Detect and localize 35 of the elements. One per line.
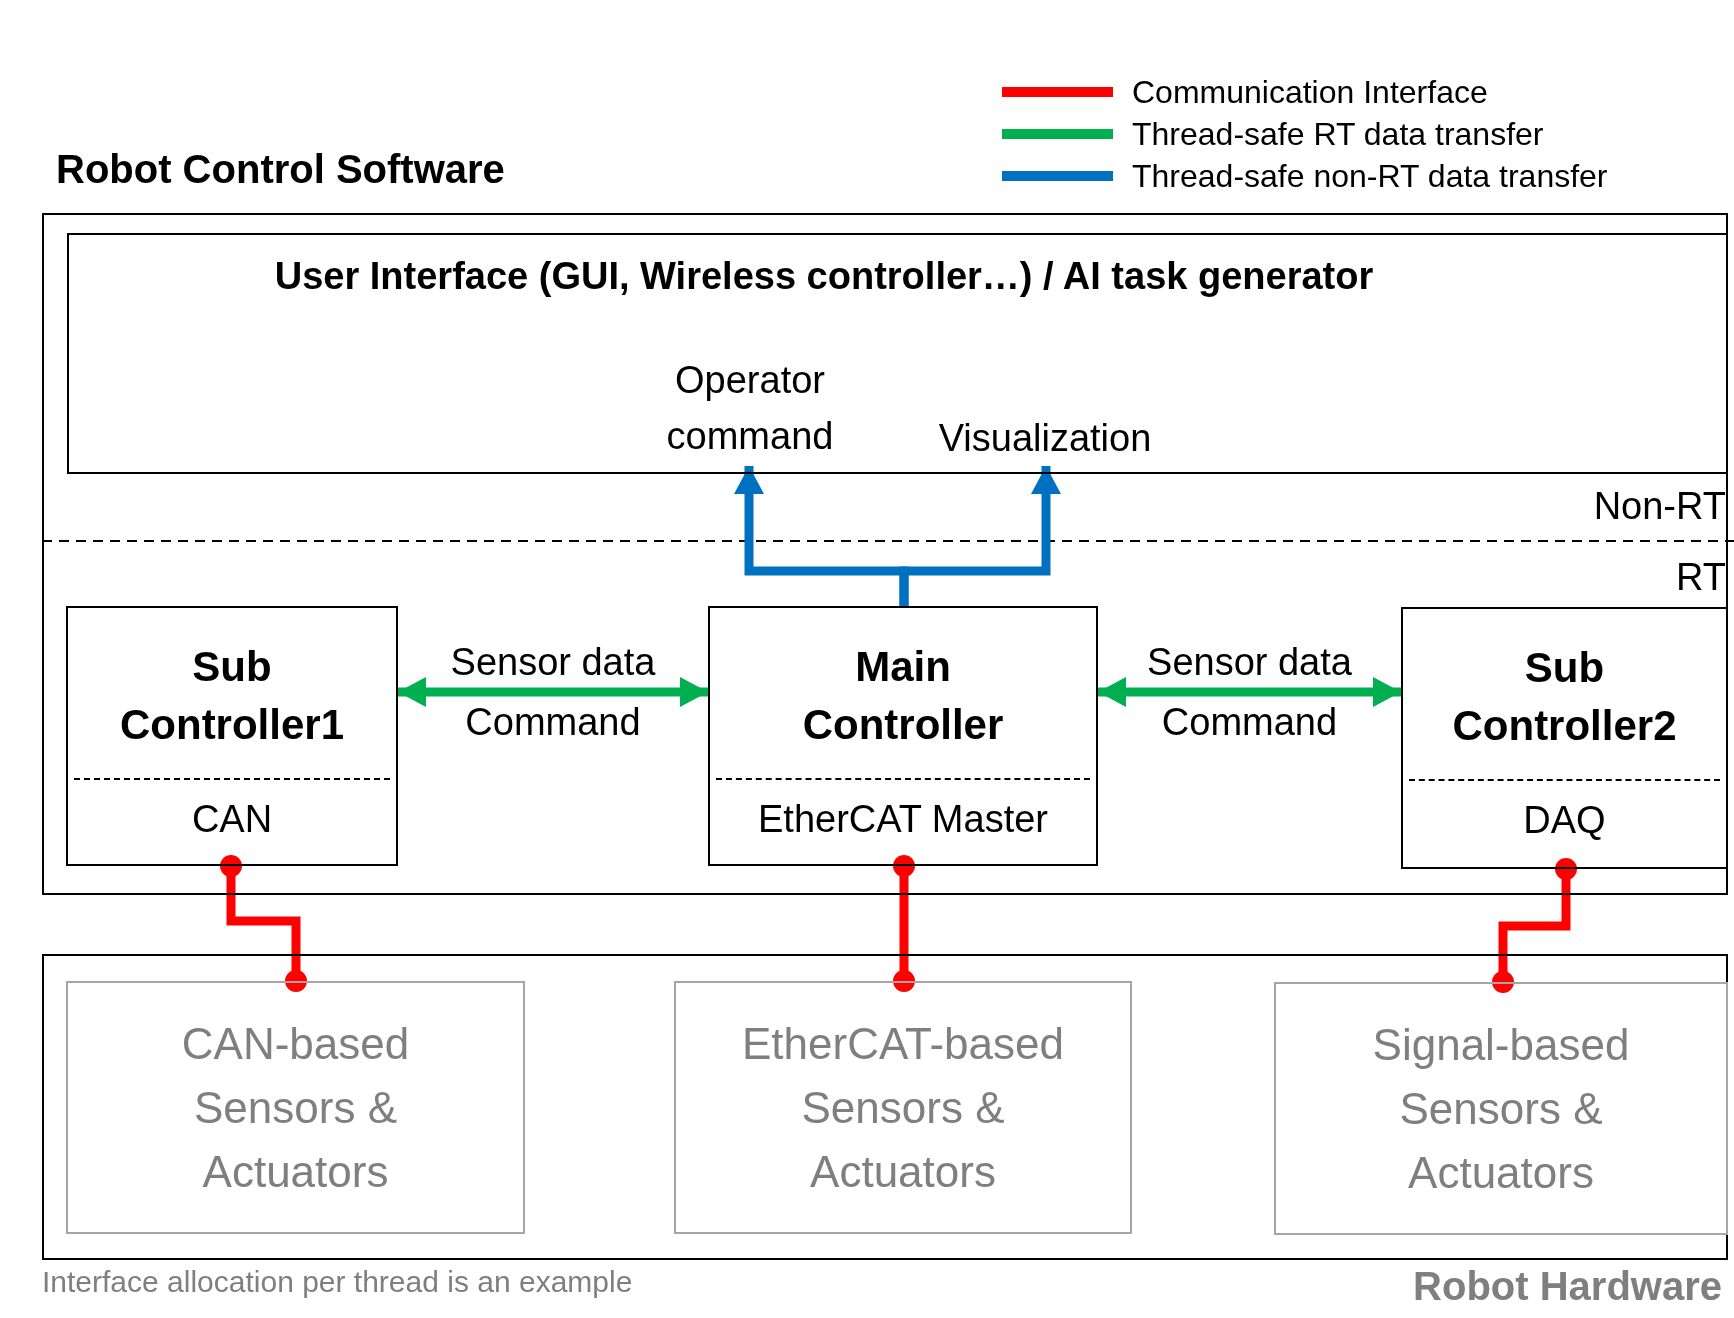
interface-name: EtherCAT Master xyxy=(757,798,1049,841)
connector xyxy=(893,855,915,992)
legend-label: Communication Interface xyxy=(1132,73,1488,111)
arrow xyxy=(398,677,708,707)
zone-label: RT xyxy=(1676,556,1726,599)
controller-title: Sub Controller1 xyxy=(119,642,345,750)
device-box xyxy=(1274,982,1728,1235)
device-box xyxy=(674,981,1132,1234)
box-title: User Interface (GUI, Wireless controller…) / AI task generator xyxy=(273,255,1375,298)
device-label: Signal-based Sensors & Actuators xyxy=(1371,1018,1631,1199)
controller-box xyxy=(66,606,398,866)
legend-label: Thread-safe non-RT data transfer xyxy=(1132,157,1608,195)
connector xyxy=(220,855,307,992)
interface-box xyxy=(67,233,1728,474)
interface-name: DAQ xyxy=(1522,799,1607,842)
panel-heading: Robot Hardware xyxy=(1413,1264,1722,1309)
footnote: Interface allocation per thread is an example xyxy=(42,1265,633,1299)
device-label: CAN-based Sensors & Actuators xyxy=(180,1017,411,1198)
controller-title: Sub Controller2 xyxy=(1451,643,1678,751)
connector xyxy=(1492,858,1577,993)
controller-box xyxy=(1401,607,1728,869)
text-label: Visualization xyxy=(900,410,1190,466)
edge-label: Sensor data Command xyxy=(449,640,657,745)
interface-name: CAN xyxy=(190,798,274,841)
controller-title: Main Controller xyxy=(801,642,1005,750)
legend-label: Thread-safe RT data transfer xyxy=(1132,115,1544,153)
text-label: Operator command xyxy=(630,352,870,466)
arrow xyxy=(899,466,1061,606)
device-box xyxy=(66,981,525,1234)
edge-label: Sensor data Command xyxy=(1146,640,1353,745)
panel-heading: Robot Control Software xyxy=(56,147,505,192)
device-label: EtherCAT-based Sensors & Actuators xyxy=(741,1017,1065,1198)
arrow xyxy=(1098,677,1401,707)
controller-box xyxy=(708,606,1098,866)
zone-label: Non-RT xyxy=(1593,485,1726,528)
